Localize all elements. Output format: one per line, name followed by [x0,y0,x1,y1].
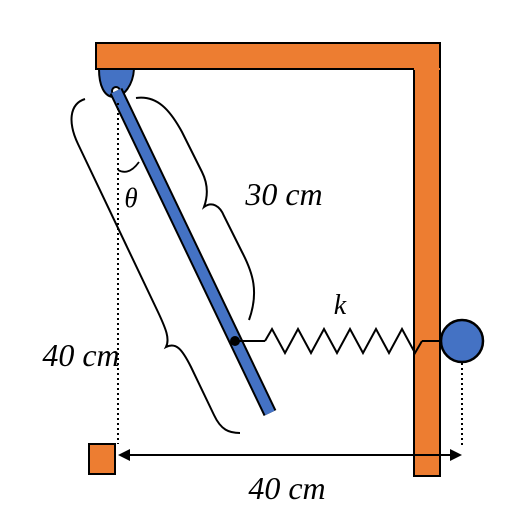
attachment-point [230,336,240,346]
ball [439,318,485,364]
rod [109,87,277,417]
spring [235,326,441,356]
angle-label: θ [124,183,137,213]
brace-40cm [70,98,241,434]
rod-fill [111,88,275,416]
top-beam [95,42,441,70]
upper-length-label: 30 cm [244,176,322,212]
support-frame [95,42,441,477]
spring-coils [264,326,423,356]
angle-arc [117,161,140,173]
total-length-label: 40 cm [42,337,119,373]
floor-block [88,443,116,475]
brace-30cm [135,96,256,321]
right-wall [413,68,441,477]
spring-constant-label: k [334,290,347,321]
horizontal-distance-label: 40 cm [248,470,325,506]
